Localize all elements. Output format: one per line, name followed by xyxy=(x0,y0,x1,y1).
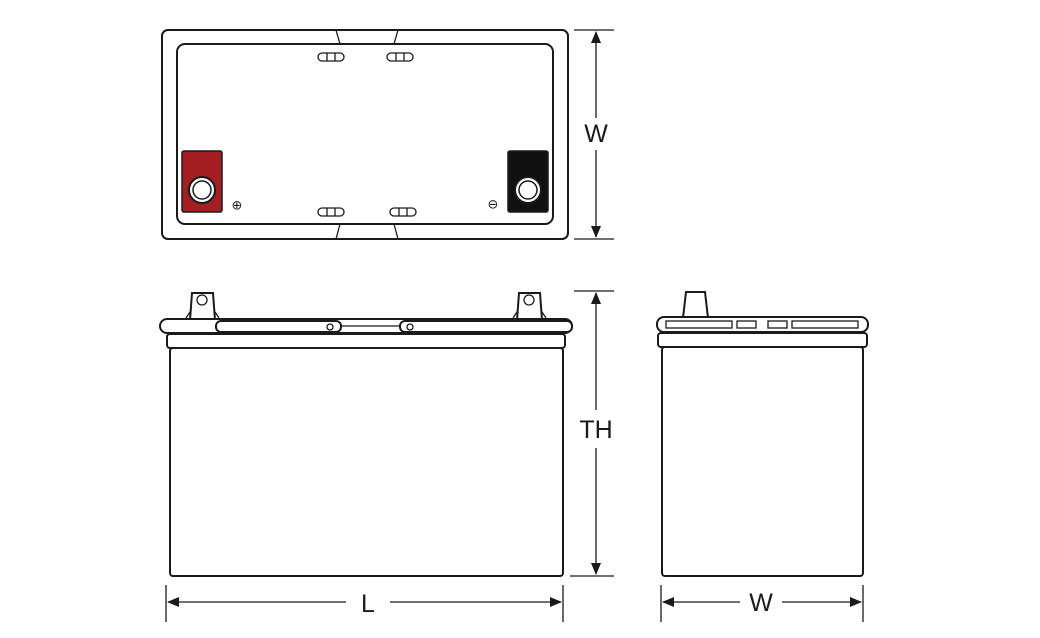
negative-terminal xyxy=(507,150,549,213)
top-view: ⊕ ⊖ W xyxy=(161,29,614,240)
vent-cap xyxy=(386,52,414,62)
vent-cap xyxy=(317,52,345,62)
vent-cap xyxy=(389,207,417,217)
top-view-inner-outline xyxy=(176,43,554,225)
vent-cap xyxy=(317,207,345,217)
side-collar xyxy=(657,332,868,348)
top-view-outer-outline xyxy=(161,29,569,240)
height-label: TH xyxy=(579,416,612,444)
height-dimension xyxy=(570,290,614,577)
side-view: W xyxy=(656,291,869,622)
front-view: TH L xyxy=(159,290,614,622)
side-width-dimension xyxy=(660,585,864,622)
side-case xyxy=(661,346,864,577)
top-width-label: W xyxy=(584,120,608,148)
top-width-dimension xyxy=(574,29,614,240)
front-negative-post xyxy=(512,292,547,321)
lid-seam-top xyxy=(335,29,399,45)
positive-terminal xyxy=(181,150,223,213)
lid-seam-bottom xyxy=(335,223,399,240)
front-case xyxy=(169,347,564,577)
front-handle-left xyxy=(215,320,342,333)
positive-symbol: ⊕ xyxy=(232,199,243,214)
length-dimension xyxy=(165,585,564,622)
negative-symbol: ⊖ xyxy=(488,198,499,213)
length-label: L xyxy=(361,590,375,618)
front-handle-right xyxy=(399,320,573,333)
front-positive-post xyxy=(185,292,220,321)
front-collar xyxy=(166,333,566,349)
side-terminal-post xyxy=(682,291,709,319)
side-width-label: W xyxy=(749,589,773,617)
side-lid xyxy=(656,316,869,333)
